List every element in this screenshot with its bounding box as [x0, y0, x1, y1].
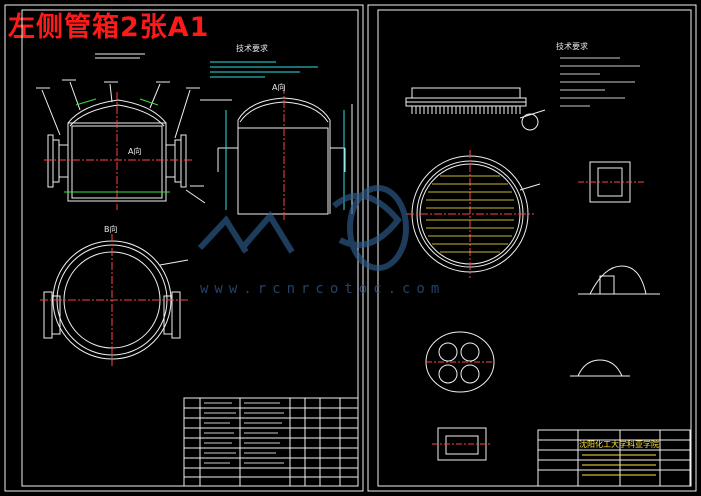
- right-tubesheet-face-centerline: [406, 150, 534, 278]
- left-b-view-label: B向: [104, 225, 118, 234]
- right-detail-section-3: [570, 359, 630, 377]
- watermark-logo: [197, 185, 409, 271]
- right-sheet: [367, 4, 697, 492]
- left-a-view: [200, 97, 353, 215]
- right-detail-section-1: [578, 161, 644, 203]
- left-sheet-inner-frame: [21, 9, 359, 487]
- right-title-block-org: 沈阳化工大学科亚学院: [579, 440, 659, 449]
- right-tubesheet-tube-field: [426, 175, 514, 253]
- left-sheet-outer-frame: [4, 4, 364, 492]
- right-tech-req-title: 技术要求: [556, 42, 588, 51]
- left-tech-req-lines: [210, 61, 318, 78]
- right-tube-layout: [425, 331, 495, 393]
- left-parts-list: [183, 397, 359, 487]
- drawing-title-banner: 左侧管箱2张A1: [8, 12, 210, 43]
- left-a-view-cyan-dims: [225, 110, 345, 210]
- right-tubesheet-detail-marker: [519, 109, 546, 131]
- right-title-block-yellow: [582, 454, 656, 476]
- right-sheet-outer-frame: [367, 4, 697, 492]
- left-tech-req-title: 技术要求: [236, 44, 268, 53]
- left-b-view-centerline: [40, 234, 188, 366]
- left-head-elevation: [36, 53, 206, 210]
- right-title-block: [537, 429, 691, 487]
- right-tubesheet-tubes: [411, 106, 521, 114]
- right-tech-req-lines: [560, 57, 640, 107]
- right-detail-section-2: [578, 265, 660, 295]
- left-section-label: A向: [128, 147, 142, 156]
- right-sheet-inner-frame: [377, 9, 692, 487]
- left-head-green-accents: [64, 98, 170, 193]
- right-tubesheet-side: [405, 87, 527, 107]
- watermark-url: www.rcnrcotoc.com: [200, 281, 446, 297]
- left-parts-list-entries: [204, 402, 284, 464]
- left-a-view-label: A向: [272, 83, 286, 92]
- right-flange-section: [432, 427, 492, 461]
